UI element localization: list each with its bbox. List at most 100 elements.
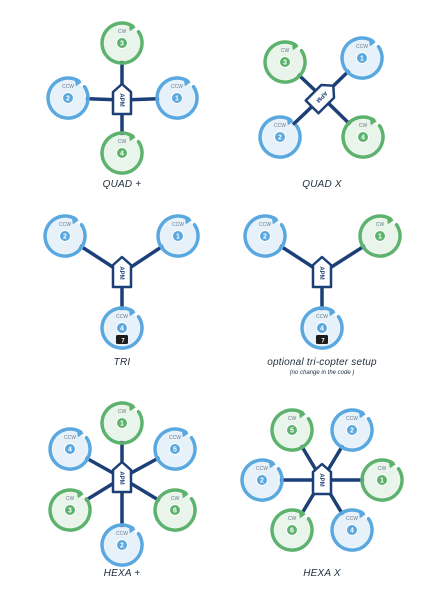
motor-number: 3 [120, 41, 124, 48]
motor-direction-label: CCW [116, 531, 128, 537]
motor-hub [286, 524, 298, 536]
rotation-ring [100, 523, 144, 567]
rotation-arrow-icon [76, 490, 84, 499]
rotation-arrow-icon [181, 429, 189, 438]
motor-number: 4 [361, 135, 365, 142]
motor-direction-label: CW [288, 516, 297, 522]
apm-controller: APM [111, 82, 133, 116]
motor-cw-3: 3 CW [100, 21, 144, 65]
rotation-ring [43, 214, 87, 258]
motor-cw-6: 6 CW [270, 508, 314, 552]
rotation-ring [100, 131, 144, 175]
motor-direction-label: CW [118, 29, 127, 35]
motor-hub [316, 322, 328, 334]
rotation-ring [258, 115, 302, 159]
caption-hexa-x: HEXA X [303, 568, 341, 579]
motor-number: 4 [120, 326, 124, 333]
motor-hub [171, 92, 183, 104]
motor-hub [346, 424, 358, 436]
motor-cw-1: 1CW [100, 401, 144, 445]
motor-hub [116, 539, 128, 551]
motor-number: 4 [350, 528, 354, 535]
motor-cw-3: 3CW [48, 488, 92, 532]
caption-hexa-plus: HEXA + [103, 568, 141, 579]
rotation-arrow-icon [286, 117, 294, 126]
servo-body [316, 335, 328, 344]
rotation-ring [340, 36, 384, 80]
rotation-ring [100, 401, 144, 445]
motor-ccw-2: 2 CCW [330, 408, 374, 452]
motor-cw-6: 6CW [153, 488, 197, 532]
motor-number: 1 [175, 96, 179, 103]
motor-hub [374, 230, 386, 242]
rotation-arrow-icon [128, 308, 136, 317]
motor-hub [62, 92, 74, 104]
rotation-ring [300, 306, 344, 350]
rotation-ring [341, 115, 385, 159]
motor-direction-label: CCW [116, 314, 128, 320]
motor-number: 2 [350, 428, 354, 435]
motor-hub [346, 524, 358, 536]
rotation-ring [270, 408, 314, 452]
controller-arrow [311, 255, 333, 289]
motor-cw-3: 3 CW [263, 40, 307, 84]
rotation-arrow-icon [298, 410, 306, 419]
apm-controller: APM [111, 255, 133, 289]
servo-number: 7 [321, 339, 325, 345]
rotation-arrow-icon [183, 78, 191, 87]
rotation-ring [156, 214, 200, 258]
controller-label: APM [118, 471, 124, 484]
motor-cw-5: 5CW [270, 408, 314, 452]
rotation-ring [153, 427, 197, 471]
rotation-ring [263, 40, 307, 84]
rotation-ring [155, 76, 199, 120]
rotation-arrow-icon [71, 216, 79, 225]
rotation-arrow-icon [358, 510, 366, 519]
motor-direction-label: CCW [172, 222, 184, 228]
rotation-ring [100, 306, 144, 350]
subcaption-tri-optional: (no change in the code ) [289, 370, 355, 376]
motor-number: 2 [260, 478, 264, 485]
motor-direction-label: CW [118, 139, 127, 145]
motor-number: 6 [290, 528, 294, 535]
tail-servo: 7 [316, 335, 328, 345]
controller-label: APM [118, 93, 124, 106]
motor-number: 3 [283, 60, 287, 67]
controller-label: APM [318, 473, 324, 486]
motor-direction-label: CCW [346, 416, 358, 422]
motor-direction-label: CW [281, 48, 290, 54]
motor-hub [376, 474, 388, 486]
rotation-arrow-icon [368, 38, 376, 47]
motor-hub [357, 131, 369, 143]
rotation-ring [48, 427, 92, 471]
motor-direction-label: CCW [356, 44, 368, 50]
servo-body [116, 335, 128, 344]
motor-number: 1 [120, 421, 124, 428]
rotation-arrow-icon [74, 78, 82, 87]
motor-number: 2 [66, 96, 70, 103]
apm-controller: APM [111, 460, 133, 494]
motor-direction-label: CCW [259, 222, 271, 228]
tail-servo: 7 [116, 335, 128, 345]
motor-direction-label: CCW [256, 466, 268, 472]
controller-label: APM [318, 266, 324, 279]
caption-quad-plus: QUAD + [102, 179, 142, 190]
rotation-arrow-icon [128, 23, 136, 32]
rotation-arrow-icon [386, 216, 394, 225]
controller-label: APM [118, 266, 124, 279]
motor-direction-label: CCW [169, 435, 181, 441]
motor-hub [356, 52, 368, 64]
apm-controller: APM [304, 83, 336, 115]
motor-cw-1: 1CW [360, 458, 404, 502]
